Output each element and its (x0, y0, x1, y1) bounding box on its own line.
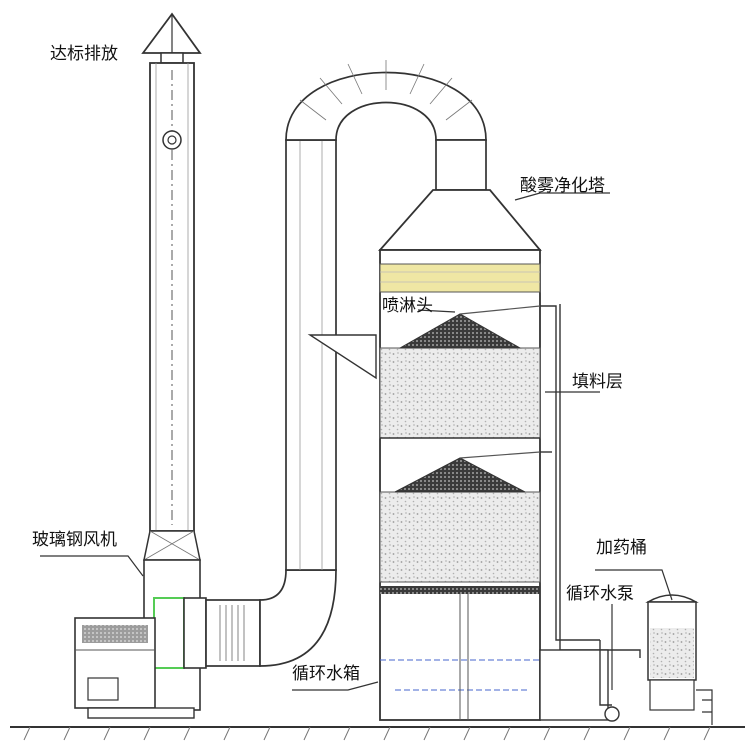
discharge-label: 达标排放 (50, 44, 118, 64)
tower-label: 酸雾净化塔 (520, 176, 605, 196)
pump-label: 循环水泵 (566, 584, 634, 604)
recirculation-piping (539, 304, 641, 722)
water-tank-label: 循环水箱 (292, 664, 360, 684)
fiberglass-fan (74, 597, 207, 719)
packing-layer-label: 填料层 (572, 372, 623, 392)
air-duct (205, 60, 487, 667)
purification-tower (378, 189, 542, 721)
dosing-tank-label: 加药桶 (596, 538, 647, 558)
fan-label: 玻璃钢风机 (32, 530, 117, 550)
exhaust-stack (141, 12, 202, 711)
nozzle-label: 喷淋头 (382, 296, 433, 316)
leader-lines (40, 192, 673, 691)
dosing-tank (645, 594, 713, 725)
ground (10, 726, 745, 741)
